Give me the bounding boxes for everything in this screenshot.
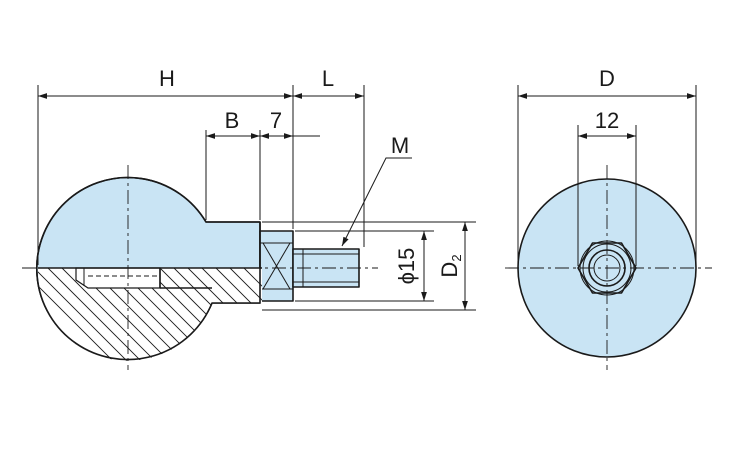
dim-label-D2: D2 xyxy=(437,254,464,277)
dim-label-phi15: ϕ15 xyxy=(394,248,419,285)
dim-label-B: B xyxy=(225,108,240,133)
end-dimensions: D 12 xyxy=(517,66,697,266)
leader-M xyxy=(341,157,412,247)
dim-label-L: L xyxy=(322,66,334,91)
dim-label-H: H xyxy=(159,66,175,91)
end-view xyxy=(505,165,712,370)
dim-label-D: D xyxy=(599,66,615,91)
side-view xyxy=(22,165,378,370)
side-dimensions: H L B 7 M ϕ15 D2 xyxy=(37,66,476,311)
threaded-bore xyxy=(75,267,161,289)
dim-label-7: 7 xyxy=(270,108,282,133)
dim-label-M: M xyxy=(391,133,409,158)
dim-label-12: 12 xyxy=(595,108,619,133)
